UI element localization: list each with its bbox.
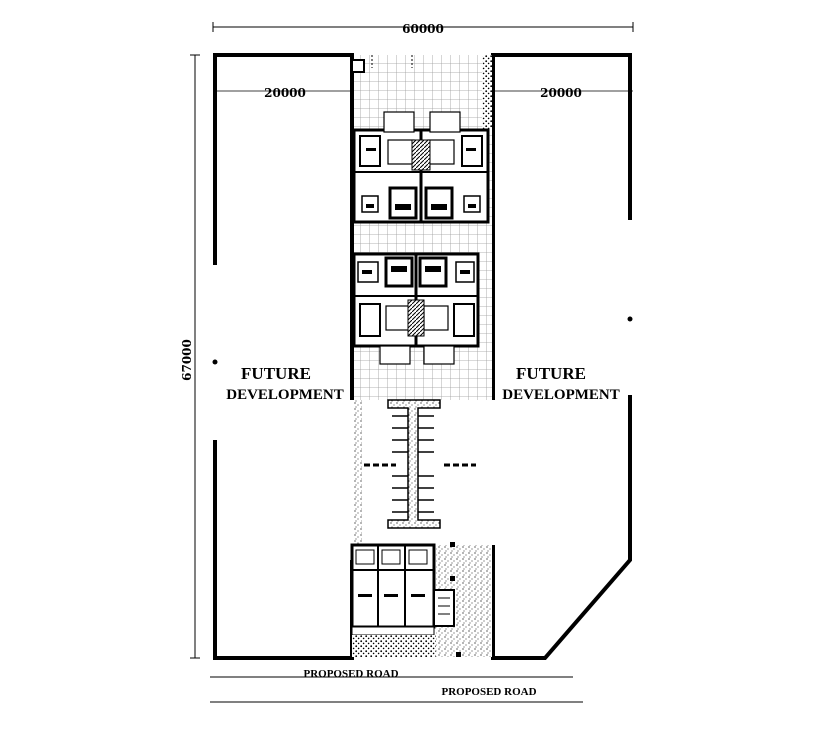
overall-width-dimension: 60000 <box>212 22 634 36</box>
right-plot-width-label: 20000 <box>540 86 582 100</box>
paved-courtyard <box>351 55 492 400</box>
proposed-roads: PROPOSED ROAD PROPOSED ROAD <box>210 668 583 703</box>
left-plot: FUTURE DEVELOPMENT <box>212 53 354 660</box>
lower-building-block <box>352 252 480 365</box>
left-plot-width-label: 20000 <box>264 86 306 100</box>
overall-width-label: 60000 <box>402 22 444 36</box>
proposed-road-label-lower: PROPOSED ROAD <box>441 686 536 698</box>
right-development-label: DEVELOPMENT <box>502 387 620 403</box>
left-future-label: FUTURE <box>241 364 311 383</box>
front-shop-block <box>350 542 492 657</box>
upper-building-block <box>352 111 490 224</box>
right-future-label: FUTURE <box>516 364 586 383</box>
overall-depth-label: 67000 <box>180 339 194 381</box>
parking-area <box>354 399 476 545</box>
right-plot: FUTURE DEVELOPMENT <box>491 53 633 660</box>
overall-depth-dimension: 67000 <box>180 54 200 659</box>
left-development-label: DEVELOPMENT <box>226 387 344 403</box>
proposed-road-label-upper: PROPOSED ROAD <box>303 668 398 680</box>
